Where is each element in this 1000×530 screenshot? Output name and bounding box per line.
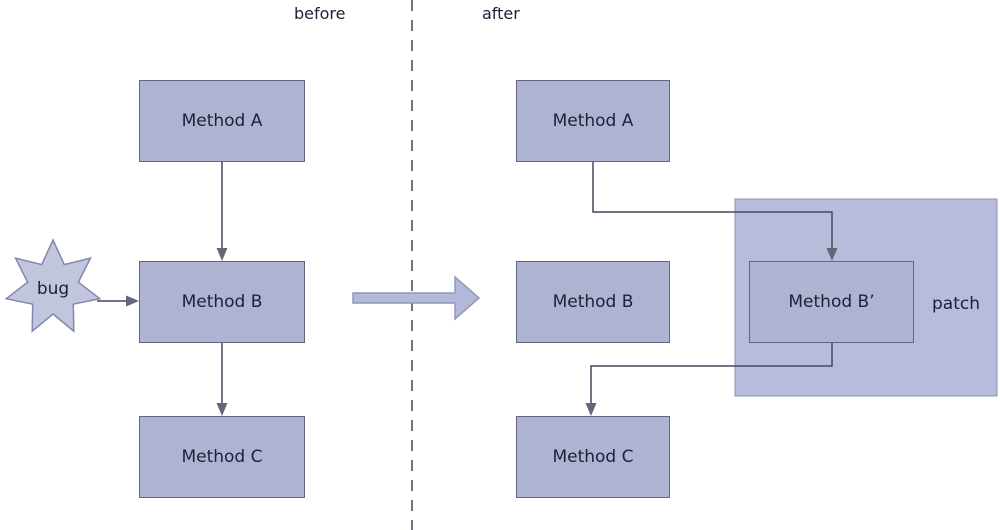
node-method-c-after: Method C	[516, 416, 670, 498]
edge-bprime-to-c-after	[585, 343, 833, 416]
node-method-a-after: Method A	[516, 80, 670, 162]
node-method-a-before: Method A	[139, 80, 305, 162]
edge-a-to-b-before	[216, 162, 228, 261]
transform-arrow	[352, 275, 481, 321]
node-method-b-prime: Method B’	[749, 261, 914, 343]
bug-star-shape	[4, 238, 102, 333]
node-method-b-before: Method B	[139, 261, 305, 343]
edge-a-to-bprime-after	[592, 162, 838, 261]
node-method-b-after: Method B	[516, 261, 670, 343]
node-method-c-before: Method C	[139, 416, 305, 498]
edge-b-to-c-before	[216, 343, 228, 416]
after-label: after	[482, 4, 520, 23]
edge-bug-to-b	[97, 295, 139, 307]
bug-label: bug	[36, 279, 70, 299]
patch-label: patch	[932, 294, 980, 314]
before-label: before	[294, 4, 346, 23]
